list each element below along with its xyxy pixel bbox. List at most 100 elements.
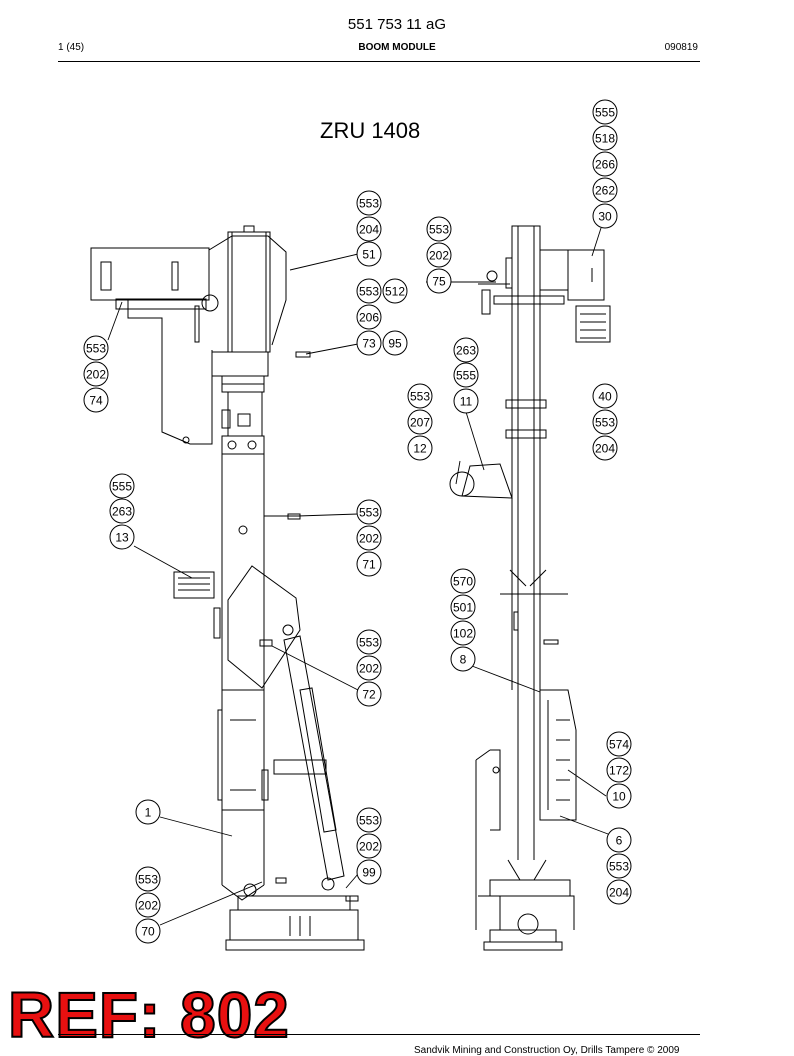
callout-553: 553 <box>606 853 632 879</box>
svg-text:102: 102 <box>453 627 473 641</box>
svg-text:202: 202 <box>359 532 379 546</box>
callout-570: 570 <box>450 568 476 594</box>
callout-204: 204 <box>606 879 632 905</box>
callout-10: 10 <box>606 783 632 809</box>
callout-574: 574 <box>606 731 632 757</box>
callout-553: 553 <box>592 409 618 435</box>
svg-text:204: 204 <box>609 886 629 900</box>
svg-text:553: 553 <box>359 636 379 650</box>
callout-202: 202 <box>83 361 109 387</box>
svg-text:263: 263 <box>112 505 132 519</box>
svg-text:553: 553 <box>429 223 449 237</box>
callout-1: 1 <box>135 799 161 825</box>
callout-512: 512 <box>382 278 408 304</box>
callout-73: 73 <box>356 330 382 356</box>
callout-202: 202 <box>135 892 161 918</box>
footer-copyright: Sandvik Mining and Construction Oy, Dril… <box>414 1045 680 1056</box>
callout-207: 207 <box>407 409 433 435</box>
header-divider <box>58 61 700 62</box>
page-indicator: 1 (45) <box>58 42 85 53</box>
callout-501: 501 <box>450 594 476 620</box>
callout-553: 553 <box>407 383 433 409</box>
reference-stamp: REF: 802 <box>7 979 290 1051</box>
svg-text:172: 172 <box>609 764 629 778</box>
callout-13: 13 <box>109 524 135 550</box>
callout-206: 206 <box>356 304 382 330</box>
callout-202: 202 <box>356 655 382 681</box>
svg-text:40: 40 <box>598 390 612 404</box>
callout-204: 204 <box>592 435 618 461</box>
callout-12: 12 <box>407 435 433 461</box>
svg-text:202: 202 <box>86 368 106 382</box>
callout-553: 553 <box>356 190 382 216</box>
svg-text:553: 553 <box>609 860 629 874</box>
callout-70: 70 <box>135 918 161 944</box>
svg-text:553: 553 <box>86 342 106 356</box>
callout-102: 102 <box>450 620 476 646</box>
callout-553: 553 <box>135 866 161 892</box>
callout-266: 266 <box>592 151 618 177</box>
svg-text:553: 553 <box>595 416 615 430</box>
svg-text:10: 10 <box>612 790 626 804</box>
callout-202: 202 <box>356 525 382 551</box>
svg-text:204: 204 <box>595 442 615 456</box>
svg-text:73: 73 <box>362 337 376 351</box>
svg-text:555: 555 <box>112 480 132 494</box>
callout-99: 99 <box>356 859 382 885</box>
svg-text:553: 553 <box>359 506 379 520</box>
svg-text:555: 555 <box>456 369 476 383</box>
svg-text:74: 74 <box>89 394 103 408</box>
callout-74: 74 <box>83 387 109 413</box>
callout-555: 555 <box>592 99 618 125</box>
model-title: ZRU 1408 <box>320 118 421 143</box>
svg-text:71: 71 <box>362 558 376 572</box>
svg-text:51: 51 <box>362 248 376 262</box>
callout-75: 75 <box>426 268 452 294</box>
callout-202: 202 <box>356 833 382 859</box>
svg-text:501: 501 <box>453 601 473 615</box>
callout-555: 555 <box>453 362 479 388</box>
callout-40: 40 <box>592 383 618 409</box>
callout-553: 553 <box>356 499 382 525</box>
callout-263: 263 <box>453 337 479 363</box>
callout-553: 553 <box>426 216 452 242</box>
svg-text:6: 6 <box>616 834 623 848</box>
callout-172: 172 <box>606 757 632 783</box>
callout-71: 71 <box>356 551 382 577</box>
svg-text:8: 8 <box>460 653 467 667</box>
callout-95: 95 <box>382 330 408 356</box>
callout-555: 555 <box>109 473 135 499</box>
callout-6: 6 <box>606 827 632 853</box>
svg-text:11: 11 <box>460 395 473 409</box>
svg-text:95: 95 <box>388 337 402 351</box>
svg-text:574: 574 <box>609 738 629 752</box>
svg-text:206: 206 <box>359 311 379 325</box>
svg-text:207: 207 <box>410 416 430 430</box>
callout-553: 553 <box>83 335 109 361</box>
svg-text:1: 1 <box>145 806 152 820</box>
svg-text:553: 553 <box>359 814 379 828</box>
svg-text:262: 262 <box>595 184 615 198</box>
svg-text:553: 553 <box>410 390 430 404</box>
svg-text:202: 202 <box>429 249 449 263</box>
callout-553: 553 <box>356 807 382 833</box>
document-date: 090819 <box>664 42 698 53</box>
svg-text:202: 202 <box>359 840 379 854</box>
svg-text:202: 202 <box>359 662 379 676</box>
section-title: BOOM MODULE <box>358 42 436 53</box>
svg-text:512: 512 <box>385 285 405 299</box>
svg-text:72: 72 <box>362 688 376 702</box>
callout-202: 202 <box>426 242 452 268</box>
svg-text:30: 30 <box>598 210 612 224</box>
svg-text:99: 99 <box>362 866 376 880</box>
callout-553: 553 <box>356 278 382 304</box>
callout-518: 518 <box>592 125 618 151</box>
svg-text:202: 202 <box>138 899 158 913</box>
svg-text:266: 266 <box>595 158 615 172</box>
svg-text:70: 70 <box>141 925 155 939</box>
svg-text:12: 12 <box>413 442 427 456</box>
callout-204: 204 <box>356 216 382 242</box>
svg-text:518: 518 <box>595 132 615 146</box>
